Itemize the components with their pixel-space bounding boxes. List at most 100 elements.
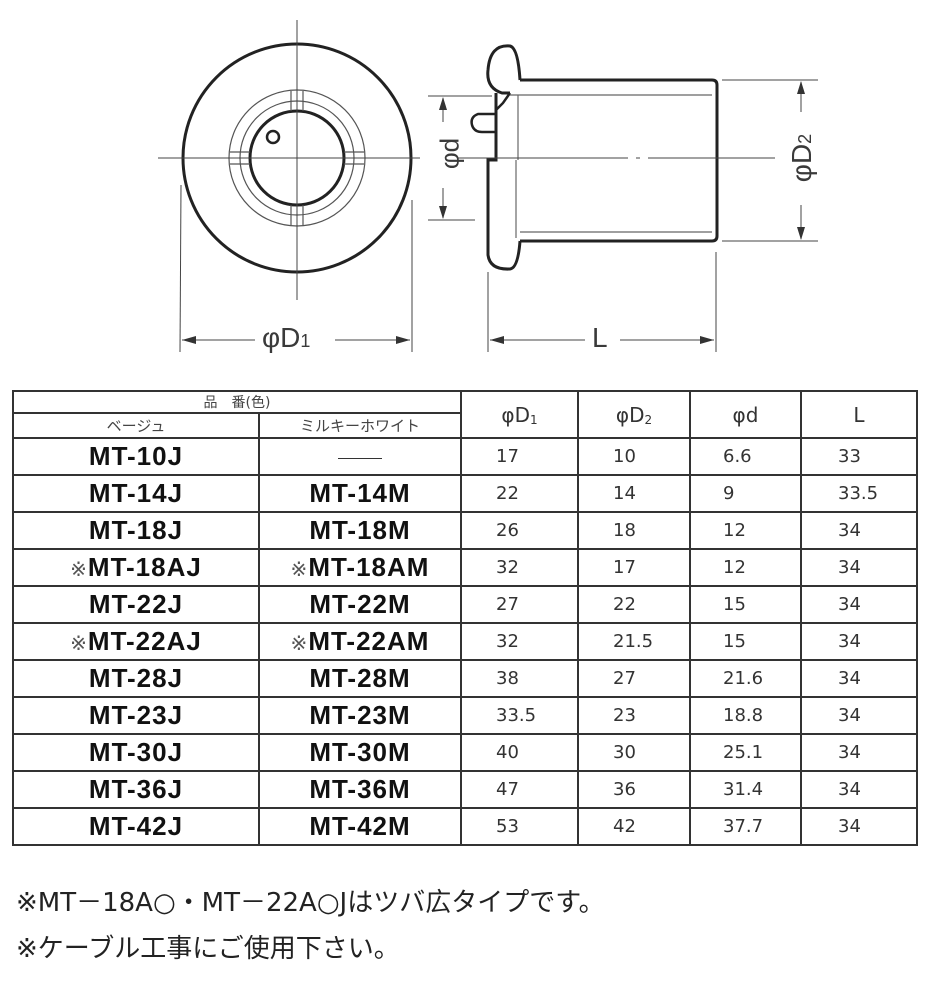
note-mark: ※ [290,633,309,655]
cell-D1: 32 [460,622,579,661]
dimension-L-text: L [592,322,608,353]
dimension-D1-sub: 1 [300,331,311,351]
cell-L: 33 [800,437,918,476]
cell-beige-model: MT-22J [12,585,260,624]
model-number: MT-18J [88,515,184,545]
model-number: MT-18AM [308,552,430,582]
header-D1-sub: 1 [529,412,538,427]
cell-d: 21.6 [689,659,802,698]
header-d: φd [689,390,802,439]
cell-d: 15 [689,622,802,661]
cell-D1: 17 [460,437,579,476]
model-number: MT-18M [309,515,411,545]
model-number: MT-18AJ [87,552,202,582]
cell-L: 34 [800,585,918,624]
cell-D2: 10 [577,437,691,476]
cell-white-model: ※MT-22AM [258,622,462,661]
header-model-group: 品 番(色) [12,390,462,414]
cell-d: 18.8 [689,696,802,735]
cell-L: 34 [800,696,918,735]
cell-white-model: ※MT-18AM [258,548,462,587]
dimension-label-D2: φD2 [786,118,818,198]
cell-white-model [258,437,462,476]
cell-D1: 53 [460,807,579,846]
cell-D2: 21.5 [577,622,691,661]
cell-L: 34 [800,659,918,698]
cell-beige-model: MT-36J [12,770,260,809]
cell-D2: 22 [577,585,691,624]
cell-d: 12 [689,548,802,587]
cell-d: 12 [689,511,802,550]
cell-white-model: MT-36M [258,770,462,809]
cell-beige-model: MT-18J [12,511,260,550]
cell-white-model: MT-18M [258,511,462,550]
model-number: MT-30J [88,737,184,767]
cell-D2: 36 [577,770,691,809]
cell-D2: 42 [577,807,691,846]
header-L: L [800,390,918,439]
cell-D1: 27 [460,585,579,624]
header-D2: φD2 [577,390,691,439]
front-view [158,20,420,353]
side-view [428,44,818,352]
dimension-D2-sub: 2 [795,133,815,144]
cell-d: 6.6 [689,437,802,476]
cell-d: 31.4 [689,770,802,809]
cell-L: 33.5 [800,474,918,513]
footnote-cable-work: ※ケーブル工事にご使用下さい。 [16,934,400,964]
cell-beige-model: MT-14J [12,474,260,513]
cell-beige-model: MT-10J [12,437,260,476]
model-number: MT-22J [88,589,184,619]
cell-L: 34 [800,770,918,809]
cell-beige-model: MT-42J [12,807,260,846]
cell-d: 37.7 [689,807,802,846]
cell-white-model: MT-30M [258,733,462,772]
cell-white-model: MT-23M [258,696,462,735]
note-mark: ※ [70,559,88,581]
footnotes: ※MT－18A○・MT－22A○Jはツバ広タイプです。 ※ケーブル工事にご使用下… [16,880,605,972]
bushing-drawing-svg [158,20,818,353]
cell-L: 34 [800,511,918,550]
model-number: MT-22AM [308,626,430,656]
header-milky-white: ミルキーホワイト [258,412,462,439]
cell-D1: 32 [460,548,579,587]
header-D1-main: φD [501,402,530,427]
cell-beige-model: ※MT-22AJ [12,622,260,661]
cell-D1: 26 [460,511,579,550]
cell-D1: 38 [460,659,579,698]
cell-D2: 17 [577,548,691,587]
dimension-label-L: L [592,322,608,354]
cell-beige-model: MT-23J [12,696,260,735]
spec-table-container: 品 番(色) φD1 φD2 φd L ベージュ ミルキーホワイト MT-10J… [12,390,918,846]
cell-D2: 14 [577,474,691,513]
cell-D2: 23 [577,696,691,735]
footnote-wide-flange: ※MT－18A○・MT－22A○Jはツバ広タイプです。 [16,888,605,918]
note-mark: ※ [290,559,309,581]
note-mark: ※ [70,633,88,655]
cell-white-model: MT-42M [258,807,462,846]
dimension-label-d: φd [435,124,466,184]
dimension-D2-main: φD [786,143,817,183]
cell-d: 25.1 [689,733,802,772]
cell-D1: 47 [460,770,579,809]
cell-D2: 27 [577,659,691,698]
cell-d: 9 [689,474,802,513]
dimension-label-D1: φD1 [262,322,310,354]
model-number: MT-42J [88,811,184,841]
model-number: MT-42M [309,811,411,841]
cell-D2: 18 [577,511,691,550]
header-D1: φD1 [460,390,579,439]
cell-D1: 22 [460,474,579,513]
cell-D1: 40 [460,733,579,772]
model-number: MT-28M [309,663,411,693]
